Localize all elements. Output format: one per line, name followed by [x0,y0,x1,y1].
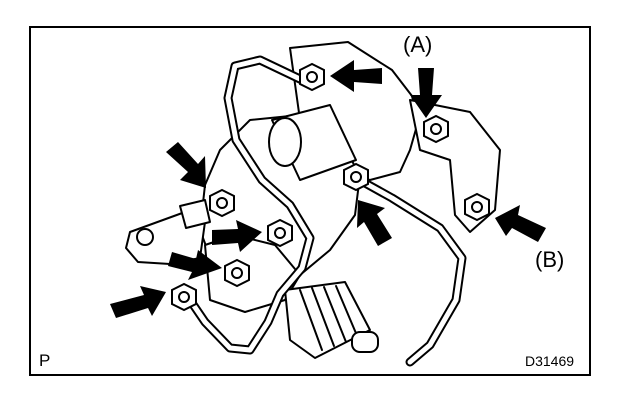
bolt-icon [423,114,449,144]
rubber-boot [284,281,371,359]
arrow-icon [212,220,262,252]
bolt-icon [464,192,490,222]
label-a: (A) [403,32,433,57]
bolt-icon [343,162,369,192]
cylinder-face [268,117,302,167]
bolt-icon [224,258,250,288]
arrow-icon [357,200,392,246]
bolt-icon [209,188,235,218]
arrow-icon [166,142,206,188]
arrow-icon [330,60,382,92]
corner-label: P [39,351,51,370]
bolt-icon [299,62,325,92]
arrow-icon [495,205,546,242]
arrow-icon [110,286,166,318]
label-b: (B) [535,247,565,272]
bolt-icon [171,282,197,312]
bolt-icon [267,218,293,248]
figure-code: D31469 [525,353,575,369]
shaft-end [351,331,379,353]
arrow-icon [168,250,222,280]
arrow-icon [410,68,442,118]
